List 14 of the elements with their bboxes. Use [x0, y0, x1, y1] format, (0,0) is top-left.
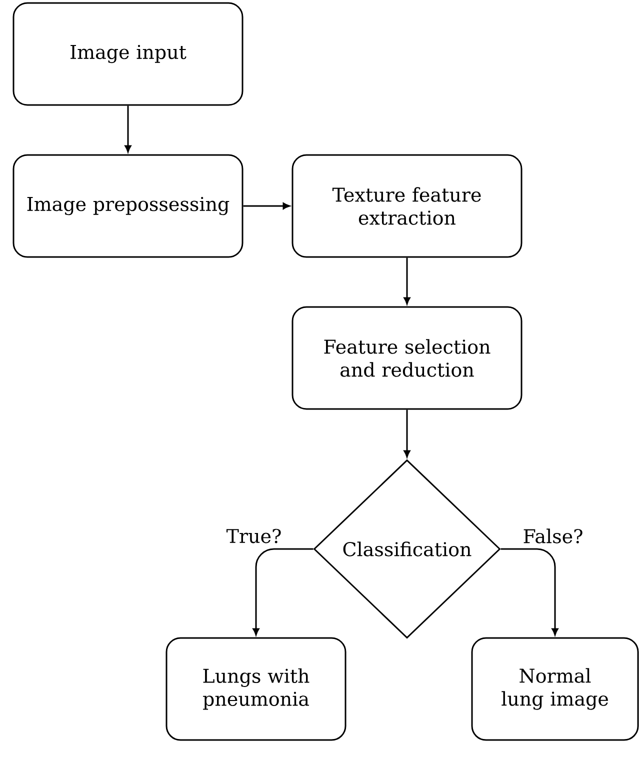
arrow — [500, 548, 558, 636]
arrow — [404, 410, 410, 458]
process-box: Image prepossessing — [12, 154, 244, 258]
process-box: Normal lung image — [471, 637, 639, 741]
arrow — [252, 548, 314, 636]
process-box: Lungs with pneumonia — [166, 637, 346, 741]
edge-label: False? — [522, 528, 584, 544]
arrow — [124, 106, 132, 152]
process-box: Feature selection and reduction — [292, 306, 522, 410]
arrow — [404, 258, 410, 304]
edge-label: True? — [225, 528, 283, 544]
process-box: Image input — [12, 2, 244, 106]
arrow — [243, 202, 290, 210]
process-box: Texture feature extraction — [292, 154, 522, 258]
